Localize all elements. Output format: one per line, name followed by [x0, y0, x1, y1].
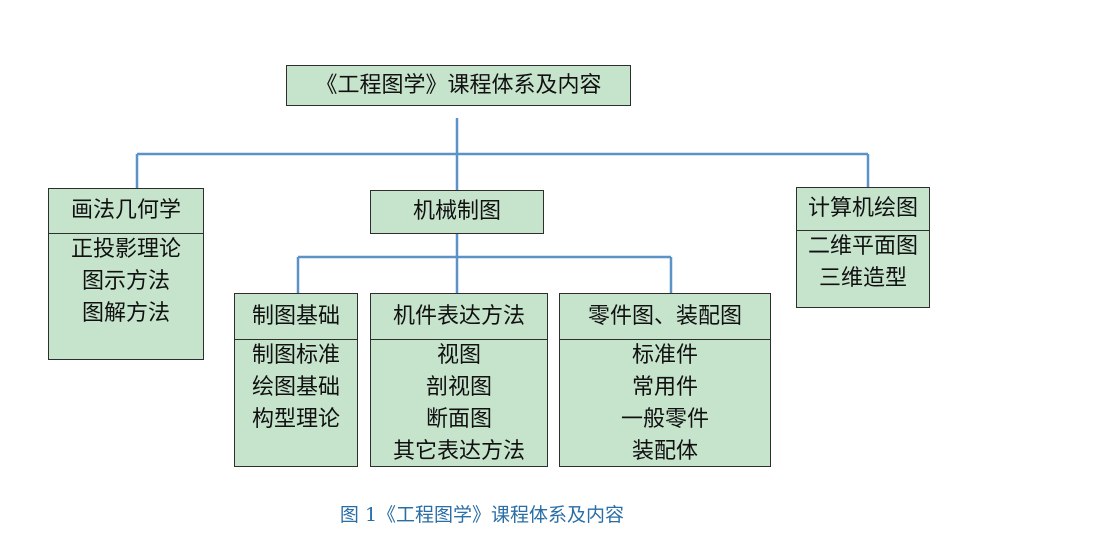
root-title: 《工程图学》课程体系及内容 — [315, 73, 602, 98]
node-descriptive-geometry-title: 画法几何学 — [49, 189, 203, 234]
list-item: 正投影理论 — [70, 237, 181, 262]
node-representation-methods: 机件表达方法 视图 剖视图 断面图 其它表达方法 — [370, 293, 548, 467]
list-item: 视图 — [436, 343, 481, 368]
list-item: 剖视图 — [425, 375, 492, 400]
node-drawing-fundamentals-items: 制图标准 绘图基础 构型理论 — [235, 340, 357, 436]
list-item: 图示方法 — [81, 269, 170, 294]
figure-caption: 图 1《工程图学》课程体系及内容 — [339, 504, 625, 526]
node-part-assembly-drawings-items: 标准件 常用件 一般零件 装配体 — [560, 340, 770, 468]
node-part-assembly-drawings-title: 零件图、装配图 — [560, 294, 770, 340]
node-computer-graphics-title: 计算机绘图 — [797, 188, 929, 231]
list-item: 常用件 — [631, 375, 698, 400]
list-item: 构型理论 — [251, 407, 340, 432]
node-representation-methods-title: 机件表达方法 — [371, 294, 547, 340]
node-descriptive-geometry-items: 正投影理论 图示方法 图解方法 — [49, 234, 203, 330]
list-item: 绘图基础 — [251, 375, 340, 400]
list-item: 装配体 — [631, 439, 698, 464]
list-item: 制图标准 — [251, 343, 340, 368]
list-item: 其它表达方法 — [392, 439, 525, 464]
node-descriptive-geometry: 画法几何学 正投影理论 图示方法 图解方法 — [48, 188, 204, 360]
node-part-assembly-drawings: 零件图、装配图 标准件 常用件 一般零件 装配体 — [559, 293, 771, 467]
node-computer-graphics: 计算机绘图 二维平面图 三维造型 — [796, 187, 930, 308]
node-drawing-fundamentals-title: 制图基础 — [235, 294, 357, 340]
node-mechanical-drawing: 机械制图 — [370, 190, 544, 234]
list-item: 一般零件 — [620, 407, 709, 432]
node-mechanical-drawing-title: 机械制图 — [412, 199, 501, 224]
list-item: 断面图 — [425, 407, 492, 432]
node-representation-methods-items: 视图 剖视图 断面图 其它表达方法 — [371, 340, 547, 468]
list-item: 二维平面图 — [807, 234, 918, 259]
list-item: 图解方法 — [81, 301, 170, 326]
list-item: 标准件 — [631, 343, 698, 368]
node-drawing-fundamentals: 制图基础 制图标准 绘图基础 构型理论 — [234, 293, 358, 467]
list-item: 三维造型 — [818, 266, 907, 291]
node-computer-graphics-items: 二维平面图 三维造型 — [797, 231, 929, 295]
root-node: 《工程图学》课程体系及内容 — [286, 65, 631, 106]
